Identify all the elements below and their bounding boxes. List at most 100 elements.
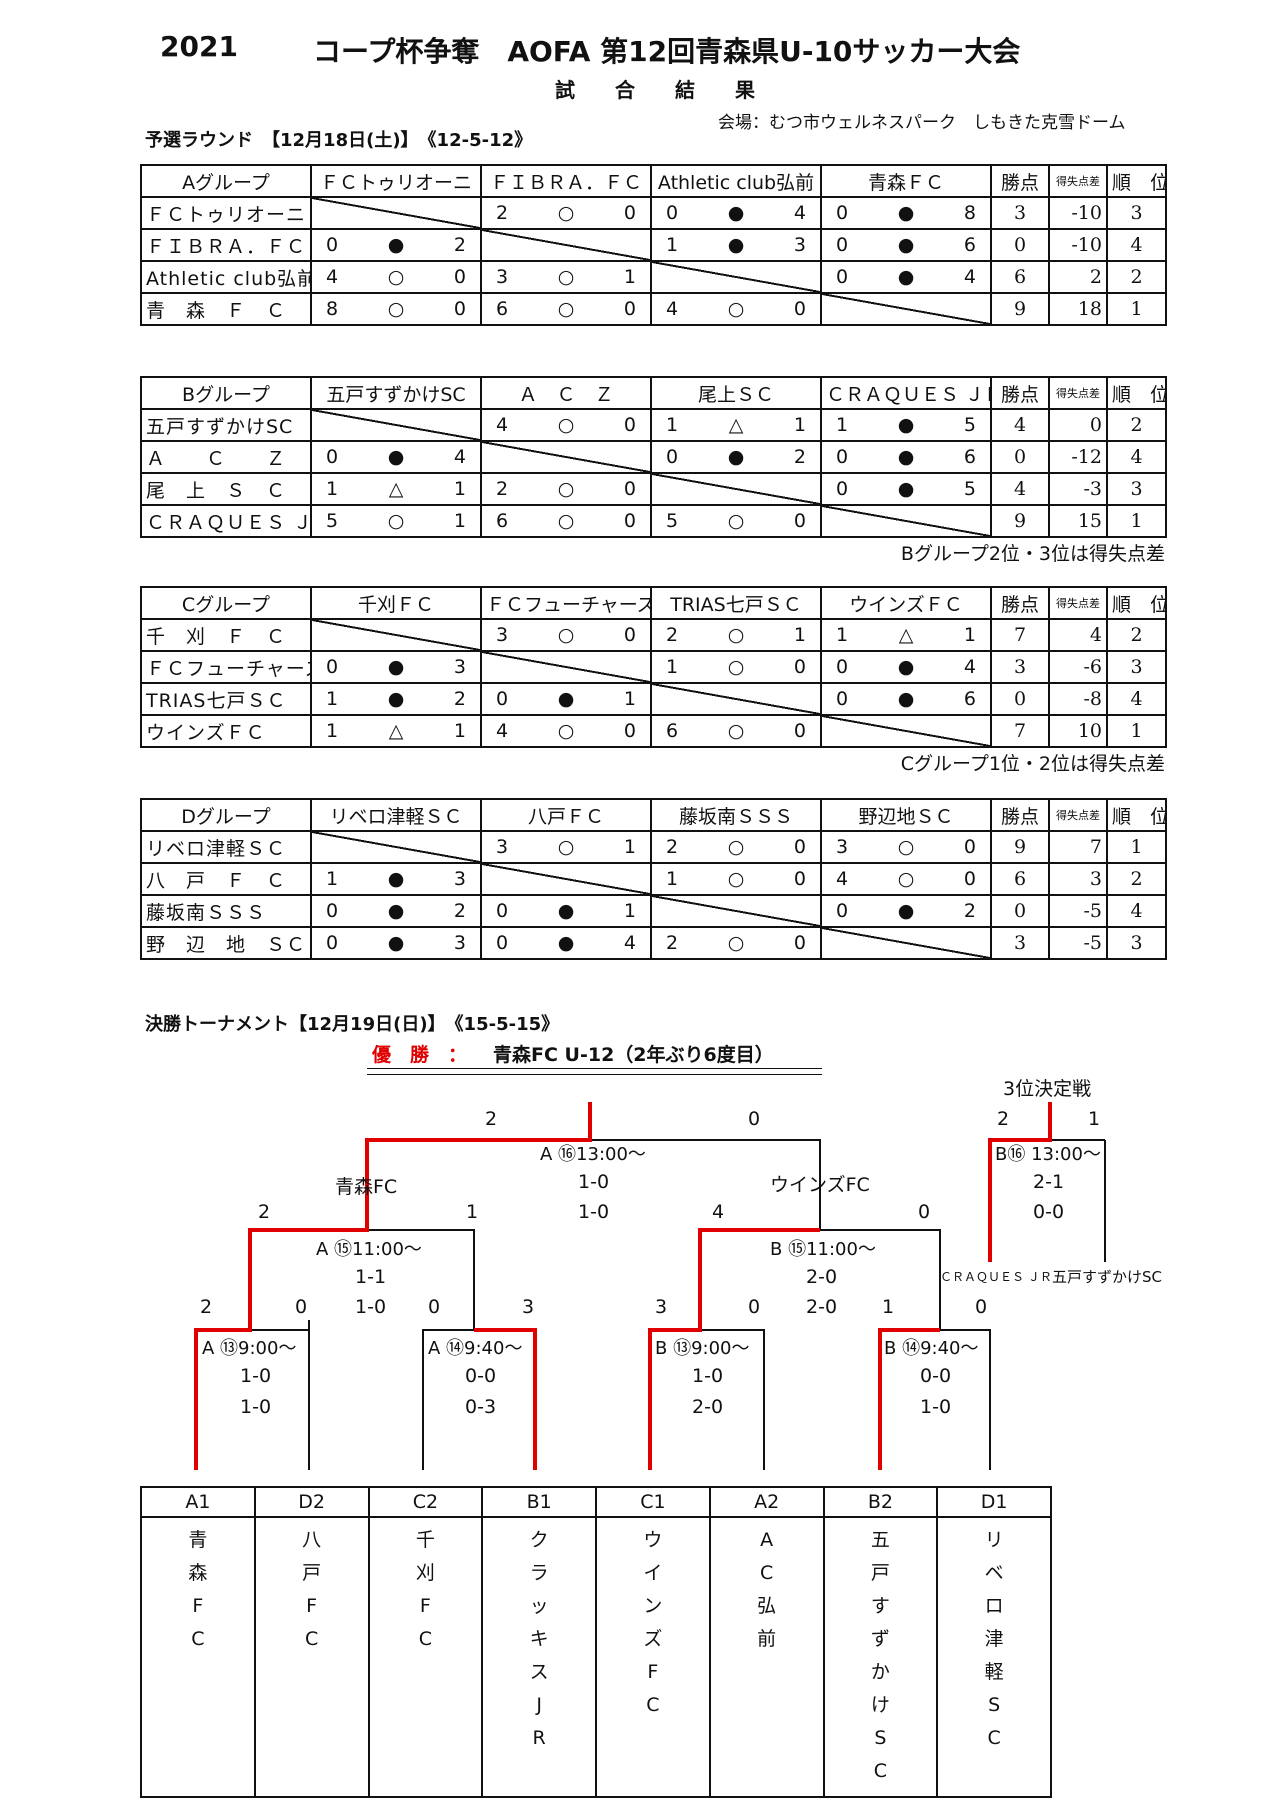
team-char: か <box>870 1661 890 1683</box>
match-result: 0●6 <box>820 228 992 262</box>
s1-score-left: 2 <box>258 1201 271 1223</box>
final-score-right: 0 <box>748 1108 761 1130</box>
goals: 0 <box>666 446 679 468</box>
rank: 3 <box>1106 650 1167 684</box>
goals: 1 <box>963 624 976 646</box>
match-result: 1△1 <box>650 408 822 442</box>
column-header: 五戸すずかけSC <box>310 376 482 410</box>
goals: 1 <box>623 266 636 288</box>
seed-position: A1 <box>140 1486 256 1518</box>
bracket-line <box>590 1139 821 1230</box>
column-header: リベロ津軽ＳＣ <box>310 798 482 832</box>
result-mark: ● <box>387 446 405 468</box>
goals: 6 <box>666 720 679 742</box>
goals: 2 <box>793 446 806 468</box>
team-char: 千 <box>415 1529 435 1551</box>
result-mark: ● <box>897 688 915 710</box>
group-note: Bグループ2位・3位は得失点差 <box>900 543 1165 565</box>
goals: 0 <box>326 446 339 468</box>
group-name: Cグループ <box>140 586 312 620</box>
goal-diff: 18 <box>1048 292 1108 326</box>
goals: 0 <box>623 510 636 532</box>
column-header: ＦＣフューチャーズ <box>480 586 652 620</box>
goals: 3 <box>496 266 509 288</box>
goal-diff: 7 <box>1048 830 1108 864</box>
team-char: C <box>304 1628 319 1650</box>
goal-diff-header: 得失点差 <box>1048 798 1108 832</box>
result-mark: ● <box>387 900 405 922</box>
match-result: 0●6 <box>820 682 992 716</box>
match-result: 1●5 <box>820 408 992 442</box>
result-mark: ○ <box>557 298 575 320</box>
match-result: 3○1 <box>480 830 652 864</box>
points: 9 <box>990 292 1050 326</box>
goals: 0 <box>623 720 636 742</box>
result-mark: ● <box>557 688 575 710</box>
bracket-line <box>940 1329 991 1470</box>
goals: 0 <box>963 836 976 858</box>
match-result: 0●4 <box>480 926 652 960</box>
goals: 2 <box>666 932 679 954</box>
points: 7 <box>990 714 1050 748</box>
goals: 3 <box>793 234 806 256</box>
goals: 1 <box>453 510 466 532</box>
team-char: F <box>647 1661 659 1683</box>
result-mark: ○ <box>557 624 575 646</box>
result-mark: ○ <box>727 656 745 678</box>
q3-score-right: 0 <box>748 1296 761 1318</box>
result-mark: ○ <box>897 868 915 890</box>
goal-diff: 3 <box>1048 862 1108 896</box>
team-char: 五 <box>870 1529 890 1551</box>
points: 4 <box>990 408 1050 442</box>
team-char: リ <box>984 1529 1004 1551</box>
points-header: 勝点 <box>990 586 1050 620</box>
match-result: 0●5 <box>820 472 992 506</box>
goals: 2 <box>963 900 976 922</box>
goals: 0 <box>623 202 636 224</box>
column-header: ウインズＦＣ <box>820 586 992 620</box>
year: 2021 <box>160 30 238 63</box>
column-header: 藤坂南ＳＳＳ <box>650 798 822 832</box>
seed-position: D1 <box>936 1486 1052 1518</box>
points: 3 <box>990 650 1050 684</box>
team-name: 野 辺 地 ＳＣ <box>140 926 312 960</box>
goals: 0 <box>836 656 849 678</box>
goal-diff: -3 <box>1048 472 1108 506</box>
result-mark: ○ <box>727 868 745 890</box>
goals: 4 <box>496 720 509 742</box>
match-result: 0●4 <box>820 260 992 294</box>
s2-score-right: 0 <box>918 1201 931 1223</box>
goals: 1 <box>326 478 339 500</box>
goals: 4 <box>453 446 466 468</box>
diagonal-cell <box>480 650 652 684</box>
team-char: ず <box>870 1628 890 1650</box>
s1-match: A ⑮11:00〜 <box>316 1239 422 1260</box>
result-mark: ● <box>387 932 405 954</box>
rank-header: 順 位 <box>1106 586 1167 620</box>
team-name: 千 刈 Ｆ Ｃ <box>140 618 312 652</box>
column-header: ＣＲＡＱＵＥＳ ＪＲ <box>820 376 992 410</box>
column-header: 青森ＦＣ <box>820 164 992 198</box>
page-title: コープ杯争奪 AOFA 第12回青森県U-10サッカー大会 <box>313 35 1021 68</box>
winner-path <box>878 1328 940 1470</box>
q2-score-left: 0 <box>428 1296 441 1318</box>
result-mark: ● <box>897 446 915 468</box>
winner-path <box>474 1328 537 1470</box>
rank: 1 <box>1106 504 1167 538</box>
team-char: 戸 <box>870 1562 890 1584</box>
goal-diff: -5 <box>1048 926 1108 960</box>
rank: 1 <box>1106 292 1167 326</box>
team-name: 青 森 Ｆ Ｃ <box>140 292 312 326</box>
result-mark: ○ <box>727 836 745 858</box>
goals: 4 <box>623 932 636 954</box>
goals: 0 <box>623 298 636 320</box>
result-mark: ○ <box>387 510 405 532</box>
goals: 6 <box>963 688 976 710</box>
goals: 4 <box>963 266 976 288</box>
